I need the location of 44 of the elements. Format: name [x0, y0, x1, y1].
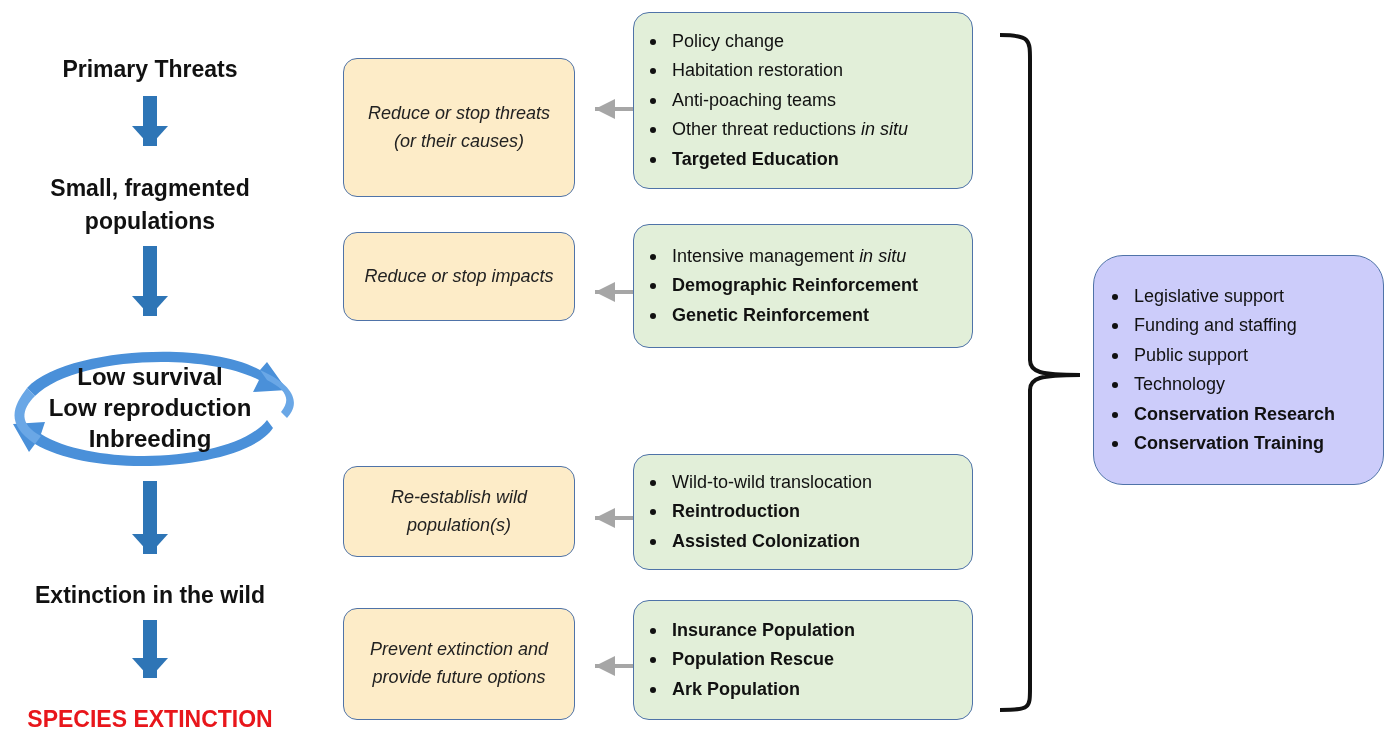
stage-label: Primary Threats — [30, 50, 270, 90]
bullet-item: Demographic Reinforcement — [644, 271, 964, 301]
arrow — [132, 620, 168, 678]
goal-box: Reduce or stop impacts — [343, 232, 575, 321]
cycle-label: Low survival — [77, 361, 223, 392]
bullet-item: Public support — [1106, 340, 1375, 370]
bullet-item: Genetic Reinforcement — [644, 300, 964, 331]
bullet-item: Reintroduction — [644, 497, 964, 527]
goal-box: Reduce or stop threats (or their causes) — [343, 58, 575, 197]
arrow — [595, 656, 633, 676]
action-box — [633, 600, 973, 720]
bullet-item: Anti-poaching teams — [644, 85, 964, 116]
bullet-item: Intensive management in situ — [644, 241, 964, 272]
bullet-item: Legislative support — [1106, 281, 1375, 311]
stage-label: Extinction in the wild — [20, 578, 280, 614]
action-box — [633, 224, 973, 348]
stage-label: SPECIES EXTINCTION — [5, 702, 295, 738]
bullet-item: Habitation restoration — [644, 56, 964, 86]
bullet-item: Funding and staffing — [1106, 311, 1375, 341]
arrow — [595, 282, 633, 302]
bullet-item: Technology — [1106, 370, 1375, 400]
bullet-item: Insurance Population — [644, 615, 964, 646]
bullet-item: Assisted Colonization — [644, 526, 964, 557]
stage-label: Small, fragmented populations — [20, 170, 280, 240]
bullet-item: Targeted Education — [644, 144, 964, 175]
action-box — [633, 12, 973, 189]
action-box — [633, 454, 973, 570]
arrow — [132, 246, 168, 316]
bullet-item: Other threat reductions in situ — [644, 115, 964, 145]
cycle-label: Inbreeding — [88, 424, 212, 455]
bullet-item: Ark Population — [644, 674, 964, 705]
arrow — [132, 481, 168, 554]
bullet-item: Conservation Training — [1106, 429, 1375, 459]
arrow — [595, 508, 633, 528]
arrow — [595, 99, 633, 119]
arrow — [132, 96, 168, 146]
support-box — [1093, 255, 1384, 485]
goal-box: Prevent extinction and provide future options — [343, 608, 575, 720]
cycle-label: Low reproduction — [48, 392, 252, 423]
bullet-item: Population Rescue — [644, 645, 964, 675]
goal-box: Re-establish wild population(s) — [343, 466, 575, 557]
bullet-item: Conservation Research — [1106, 399, 1375, 429]
bullet-item: Policy change — [644, 26, 964, 57]
bullet-item: Wild-to-wild translocation — [644, 467, 964, 498]
